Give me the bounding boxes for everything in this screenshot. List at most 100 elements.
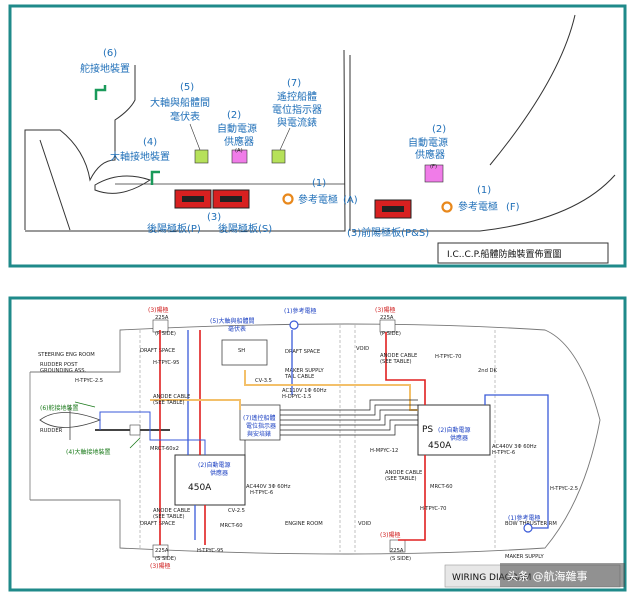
wire-blue-left [187,330,196,540]
propeller-outline [94,175,152,194]
psu-right-prefix: PS [422,425,433,435]
void-label-1: VOID [356,346,369,352]
power-supply-left-box [174,454,246,506]
label-5-text-b: 毫伏表 [170,110,200,123]
label-3-text-p: 後陽極板(P) [147,222,201,235]
top-panel-frame [8,4,627,268]
htpyc-right: H-TPYC-6 [492,450,515,456]
psu-left-label-a: (2)自動電源 [198,461,231,469]
anode-current-4: 225A [390,548,404,554]
label-2f-text-b: 供應器 [415,148,445,161]
leader-7 [279,127,291,151]
anode-cable-label-1: ANODE CABLE [153,394,190,400]
void-label-2: VOID [358,521,371,527]
label-7-text-c: 與電流錶 [277,116,317,129]
watermark-text: 头条 @航海雜事 [507,569,588,583]
remote-label-a: (7)遙控船體 [243,414,276,422]
bundle-wire-3 [280,409,418,421]
aft-anode-p-slot [182,196,204,202]
htpyc25-right-label: H-TPYC-2.5 [550,486,578,492]
shaft-ground-leader [129,437,141,449]
mv-meter-label-b: 毫伏表 [228,325,246,333]
p-side-label-1: (P SIDE) [155,331,176,337]
maker-supply-1: MAKER SUPPLY [285,368,325,374]
bow-contour [489,14,576,166]
shaft-ground-box [129,424,141,436]
power-supply-a-box [231,149,248,164]
ac440-right: AC440V 3Φ 60Hz [492,444,537,450]
draft-space-1: DRAFT SPACE [140,348,175,354]
power-supply-right-box [417,404,491,456]
draft-space-3: DRAFT SPACE [285,349,320,355]
label-2-text-b: 供應器 [224,135,254,148]
htpyc-left: H-TPYC-6 [250,490,273,496]
anode-label-bottom-left: (3)陽極 [150,562,171,570]
see-table-label-4: (SEE TABLE) [380,359,412,365]
grounding-label: GROUNDING ASS. [40,368,87,374]
label-4-num: (4) [143,137,157,148]
hmpyc-label: H-MPYC-12 [370,448,398,454]
draft-space-2: DRAFT SPACE [140,521,175,527]
shaft-ground-device-icon [150,170,160,185]
top-title-box [437,242,609,264]
label-7-text-b: 電位指示器 [272,103,322,116]
watermark-bg [500,563,625,587]
bundle-wire-5 [280,419,418,431]
remote-label-c: 與安培錶 [247,430,271,438]
remote-indicator-box [271,149,286,164]
label-4-text: 大軸接地裝置 [110,150,170,163]
htpyc70-bottom-label: H-TPYC-70 [420,506,446,512]
wire-blue-shaft [149,430,206,455]
p-side-label-2: (P SIDE) [380,331,401,337]
s-side-label-1: (S SIDE) [155,556,176,562]
anode-label-top-left: (3)陽極 [148,306,169,314]
rudder-outline [39,139,71,231]
rudder-ground-label: (6)舵接地裝置 [40,404,79,412]
anode-label-bottom-mid: (3)陽極 [380,531,401,539]
label-7-num: (7) [287,78,301,89]
bottom-hull-outline [30,323,601,555]
bundle-wire-6 [280,424,418,436]
cv2-label: CV-2.5 [228,508,245,514]
hull-outline [25,49,346,232]
reference-electrode-f-icon [441,201,453,213]
power-supply-a-mark: (A) [235,148,243,154]
label-7-text-a: 遙控船體 [277,90,317,103]
label-2-text-a: 自動電源 [217,122,257,135]
wire-red-psu-left [199,330,206,545]
maker-supply-2: MAKER SUPPLY [505,554,545,560]
stern-outline [24,65,136,230]
anode-box-top-right [379,319,396,333]
anode-label-top-right: (3)陽極 [375,306,396,314]
htpyc95-bottom-label: H-TPYC-95 [197,548,223,554]
millivolt-meter-box [194,149,209,164]
label-6-text: 舵接地裝置 [80,62,130,75]
remote-label-b: 電位指示器 [246,422,276,430]
rudder-ground-device-icon [94,85,107,100]
psu-right-label-a: (2)自動電源 [438,426,471,434]
htpyc95-top-label: H-TPYC-95 [153,360,179,366]
leader-5 [189,123,201,151]
label-3-fore: (3)前陽極板(P&S) [347,226,429,239]
reference-electrode-a-icon [282,193,294,205]
wire-red-right [385,332,426,541]
psu-right-label-b: 供應器 [450,434,468,442]
see-table-label-3: (SEE TABLE) [385,476,417,482]
top-panel: (6) 舵接地裝置 (5) 大軸與船體間 毫伏表 (2) 自動電源 供應器 (A… [8,4,627,268]
ac440-left: AC440V 3Φ 60Hz [246,484,291,490]
bundle-wire-1 [280,399,418,411]
rudder-label: RUDDER [40,428,63,434]
anode-cable-label-3: ANODE CABLE [385,470,422,476]
label-2f-text-a: 自動電源 [408,136,448,149]
ref-electrode-bottom-label: (1)參考電極 [508,514,541,522]
shaft-ground-label: (4)大軸接地裝置 [66,448,111,456]
label-2f-num: (2) [432,124,446,135]
anode-cable-label-4: ANODE CABLE [380,353,417,359]
mv-meter-label-a: (5)大軸與船體間 [210,317,255,325]
htpyc70-top-label: H-TPYC-70 [435,354,461,360]
wire-orange-left [150,399,241,410]
label-1f-text: 參考電極 [458,200,498,213]
label-6-num: (6) [103,48,117,59]
power-supply-f-mark: (F) [430,164,437,170]
label-1a-text: 參考電極 [298,193,338,206]
